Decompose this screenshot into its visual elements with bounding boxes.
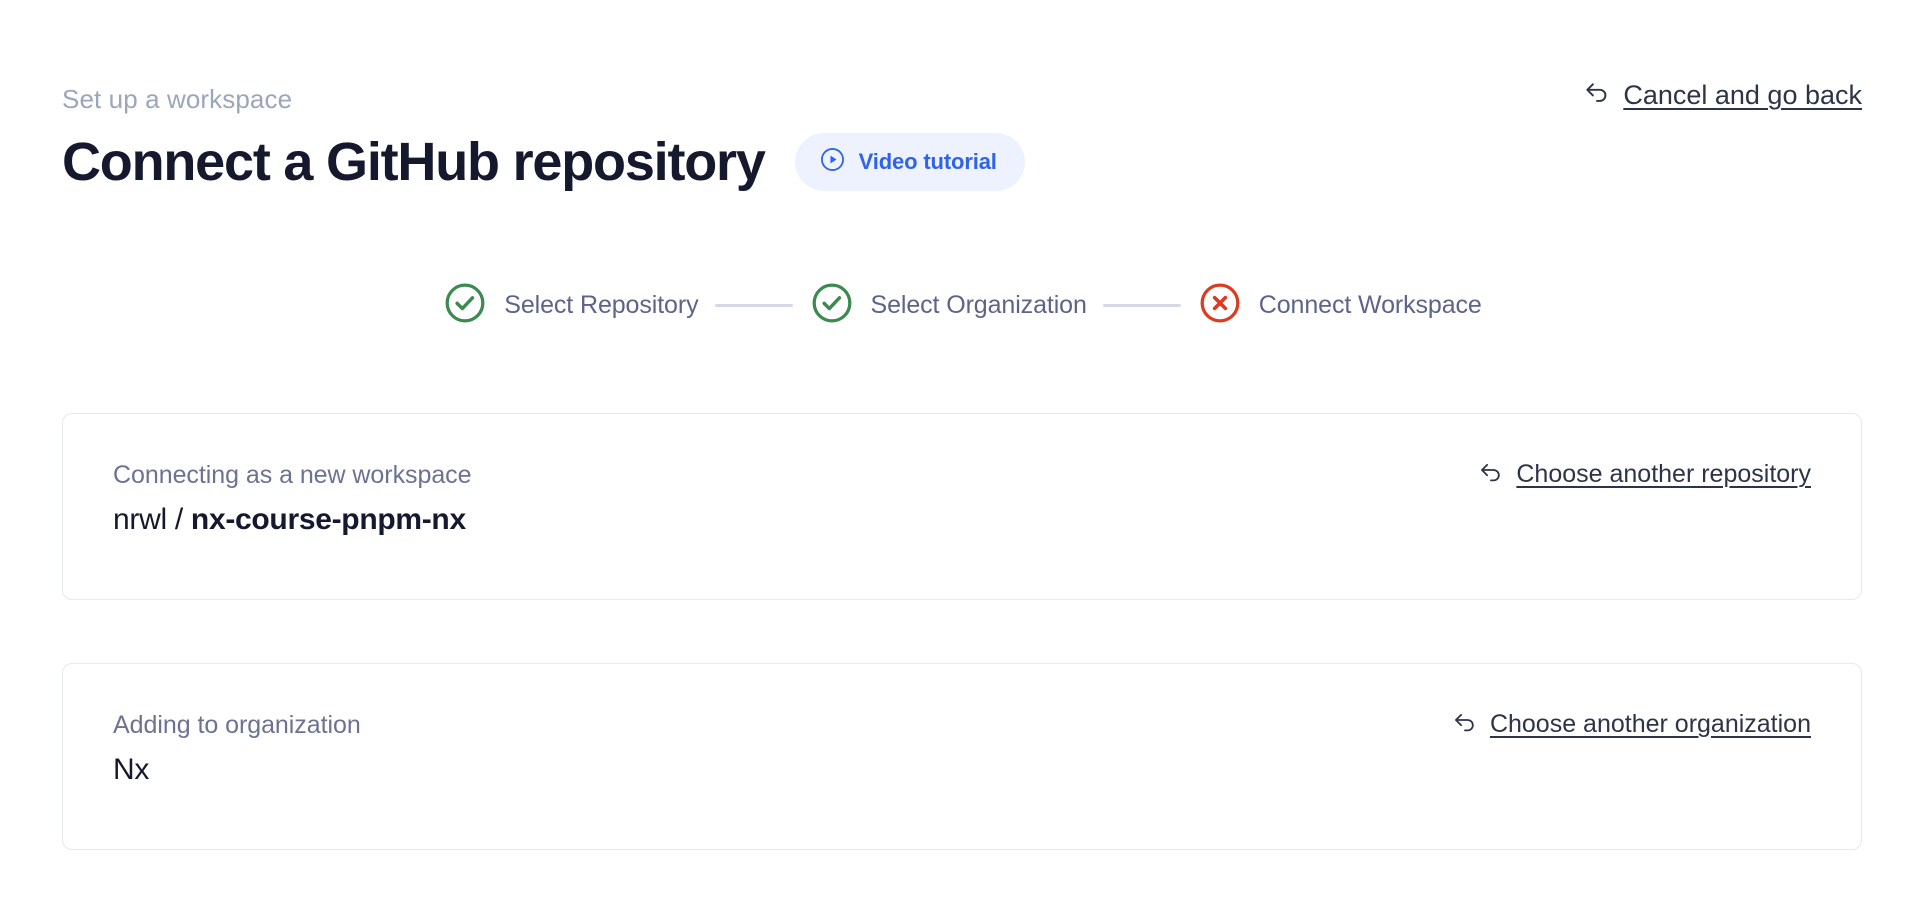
step-label: Select Organization — [870, 290, 1087, 319]
play-circle-icon — [819, 146, 846, 178]
check-circle-icon — [442, 280, 488, 331]
check-circle-icon — [809, 280, 855, 331]
title-row: Connect a GitHub repository Video tutori… — [62, 132, 1862, 193]
choose-another-repository-label: Choose another repository — [1516, 460, 1811, 488]
step-select-repository[interactable]: Select Repository — [442, 280, 699, 331]
organization-card-value: Nx — [113, 752, 150, 786]
page-title: Connect a GitHub repository — [62, 132, 766, 193]
arrow-uturn-left-icon — [1582, 78, 1611, 112]
choose-another-repository-link[interactable]: Choose another repository — [1477, 459, 1811, 491]
repository-owner: nrwl / — [113, 502, 191, 536]
summary-cards: Connecting as a new workspace nrwl / nx-… — [62, 412, 1862, 850]
step-connector — [714, 303, 793, 307]
progress-stepper: Select Repository Select Organization Co… — [62, 280, 1862, 331]
step-label: Select Repository — [504, 290, 699, 319]
page-header: Set up a workspace Connect a GitHub repo… — [62, 0, 1862, 192]
cancel-and-go-back-link[interactable]: Cancel and go back — [1582, 78, 1862, 112]
page-eyebrow: Set up a workspace — [62, 84, 293, 114]
video-tutorial-button[interactable]: Video tutorial — [794, 133, 1025, 192]
organization-card-label: Adding to organization — [113, 710, 361, 739]
video-tutorial-label: Video tutorial — [858, 149, 997, 175]
organization-card: Adding to organization Nx Choose another… — [62, 662, 1862, 850]
choose-another-organization-link[interactable]: Choose another organization — [1451, 709, 1811, 741]
repository-card: Connecting as a new workspace nrwl / nx-… — [62, 412, 1862, 600]
step-connector — [1102, 303, 1181, 307]
arrow-uturn-left-icon — [1451, 709, 1478, 741]
choose-another-organization-label: Choose another organization — [1489, 710, 1811, 738]
repository-name: nx-course-pnpm-nx — [190, 502, 466, 536]
step-connect-workspace[interactable]: Connect Workspace — [1197, 280, 1482, 331]
step-select-organization[interactable]: Select Organization — [809, 280, 1087, 331]
step-label: Connect Workspace — [1258, 290, 1482, 319]
cancel-and-go-back-label: Cancel and go back — [1623, 79, 1862, 110]
arrow-uturn-left-icon — [1477, 459, 1504, 491]
repository-card-value: nrwl / nx-course-pnpm-nx — [113, 503, 1811, 537]
repository-card-label: Connecting as a new workspace — [113, 460, 472, 489]
x-circle-icon — [1197, 280, 1243, 331]
